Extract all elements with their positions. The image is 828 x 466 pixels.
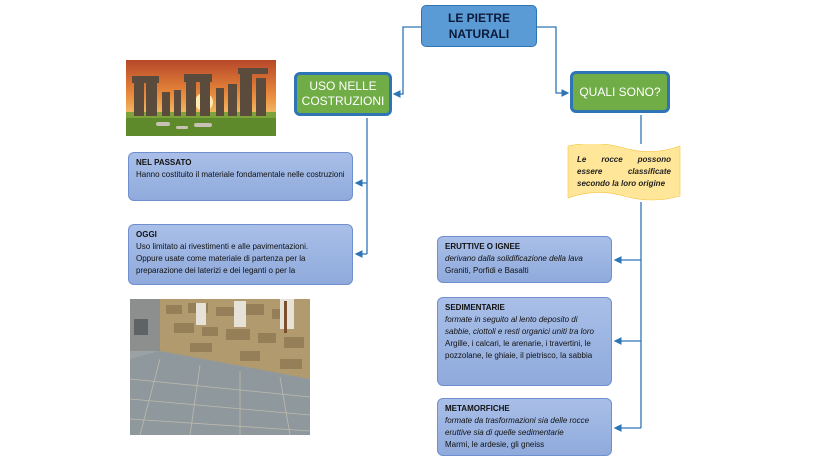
- eruttive-desc: derivano dalla solidificazione della lav…: [445, 254, 583, 263]
- passato-heading: NEL PASSATO: [136, 158, 192, 167]
- sedimentarie-examples: Argille, i calcari, le arenarie, i trave…: [445, 339, 593, 360]
- sedimentarie-box: SEDIMENTARIE formate in seguito al lento…: [437, 297, 612, 386]
- passato-text: Hanno costituito il materiale fondamenta…: [136, 170, 345, 179]
- oggi-heading: OGGI: [136, 230, 157, 239]
- metamorfiche-box: METAMORFICHE formate da trasformazioni s…: [437, 398, 612, 456]
- metamorfiche-heading: METAMORFICHE: [445, 404, 510, 413]
- note-wave-shape: [567, 144, 681, 201]
- uso-line2: COSTRUZIONI: [301, 94, 385, 108]
- oggi-box: OGGI Uso limitato ai rivestimenti e alle…: [128, 224, 353, 285]
- stone-wall-photo: [130, 299, 310, 435]
- quali-label: QUALI SONO?: [579, 84, 661, 99]
- connector-title-to-quali: [537, 26, 570, 97]
- connector-title-to-uso: [392, 26, 421, 98]
- stonehenge-photo: [126, 60, 276, 136]
- uso-nelle-costruzioni-box: USO NELLE COSTRUZIONI: [294, 72, 392, 116]
- oggi-line2: Oppure usate come materiale di partenza …: [136, 254, 306, 275]
- oggi-line1: Uso limitato ai rivestimenti e alle pavi…: [136, 242, 309, 251]
- title-line1: LE PIETRE: [447, 11, 510, 25]
- eruttive-heading: ERUTTIVE O IGNEE: [445, 242, 521, 251]
- title-box: LE PIETRE NATURALI: [421, 5, 537, 47]
- metamorfiche-examples: Marmi, le ardesie, gli gneiss: [445, 440, 545, 449]
- metamorfiche-desc: formate da trasformazioni sia delle rocc…: [445, 416, 590, 437]
- quali-sono-box: QUALI SONO?: [570, 71, 670, 113]
- sedimentarie-heading: SEDIMENTARIE: [445, 303, 505, 312]
- uso-line1: USO NELLE: [309, 79, 377, 93]
- title-line2: NATURALI: [448, 27, 510, 41]
- passato-box: NEL PASSATO Hanno costituito il material…: [128, 152, 353, 201]
- eruttive-examples: Graniti, Porfidi e Basalti: [445, 266, 529, 275]
- eruttive-box: ERUTTIVE O IGNEE derivano dalla solidifi…: [437, 236, 612, 283]
- classification-note: Le rocce possono essere classificate sec…: [577, 155, 671, 188]
- sedimentarie-desc: formate in seguito al lento deposito di …: [445, 315, 594, 336]
